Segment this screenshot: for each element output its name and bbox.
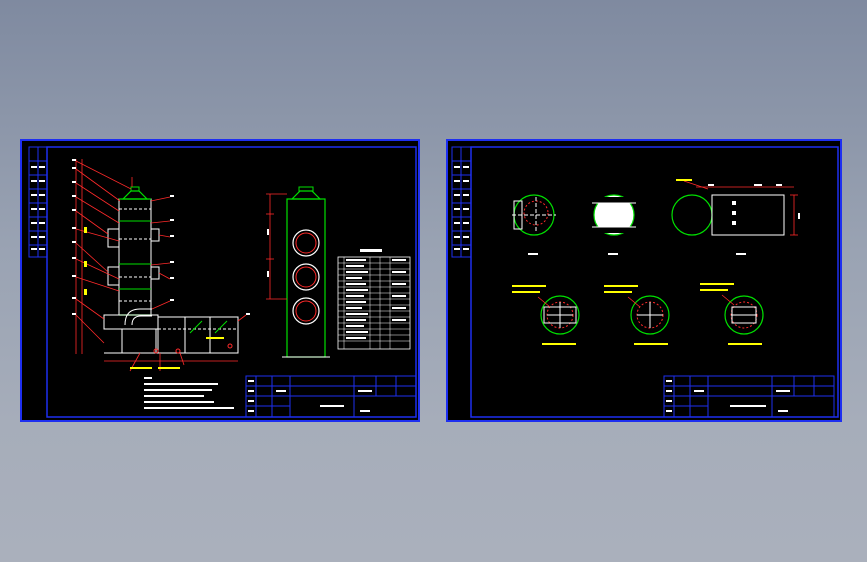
binding-margin-marks: [31, 166, 45, 250]
nozzle-plan-lower: [700, 283, 764, 345]
title-block-marks-right: [666, 380, 790, 412]
side-dimension-ticks: [267, 229, 269, 277]
nozzle-plan-middle: [604, 285, 670, 345]
inner-border: [470, 146, 839, 418]
drawing-sheet-right[interactable]: [446, 139, 842, 422]
tower-front-view: [103, 186, 239, 354]
dimension-lines-front: [75, 159, 247, 372]
side-marks-front: [84, 227, 87, 295]
side-manhole-lower: [292, 297, 320, 325]
annotation-marks-bottom: [130, 337, 224, 369]
notes-block: [144, 377, 234, 409]
binding-margin-table: [451, 146, 472, 258]
nozzle-plan-upper: [512, 285, 580, 345]
tower-top-cone: [121, 190, 149, 200]
access-door-lower: [107, 266, 120, 286]
drawing-canvas-left: [20, 139, 420, 422]
binding-margin-marks: [454, 166, 469, 250]
side-manhole-middle: [292, 263, 320, 291]
balloon-marks-front: [72, 159, 250, 315]
inner-border: [46, 146, 417, 418]
section-view-c: [671, 179, 800, 255]
outer-border: [20, 139, 420, 422]
water-tank: [103, 314, 159, 330]
side-manhole-upper: [292, 229, 320, 257]
binding-margin-table: [28, 146, 48, 258]
parts-list-table: [337, 249, 411, 350]
title-block-marks-left: [248, 380, 372, 412]
drawing-canvas-right: [446, 139, 842, 422]
tower-side-view: [282, 186, 330, 358]
title-block-right: [663, 375, 835, 418]
inlet-elbow: [124, 308, 152, 326]
section-view-a: [512, 194, 556, 255]
section-view-b: [590, 194, 638, 255]
title-block-left: [245, 375, 417, 418]
dimension-lines-side: [266, 193, 287, 300]
outer-border: [446, 139, 842, 422]
tower-body: [118, 198, 152, 316]
exhaust-outlet: [130, 186, 140, 192]
drawing-sheet-left[interactable]: [20, 139, 420, 422]
